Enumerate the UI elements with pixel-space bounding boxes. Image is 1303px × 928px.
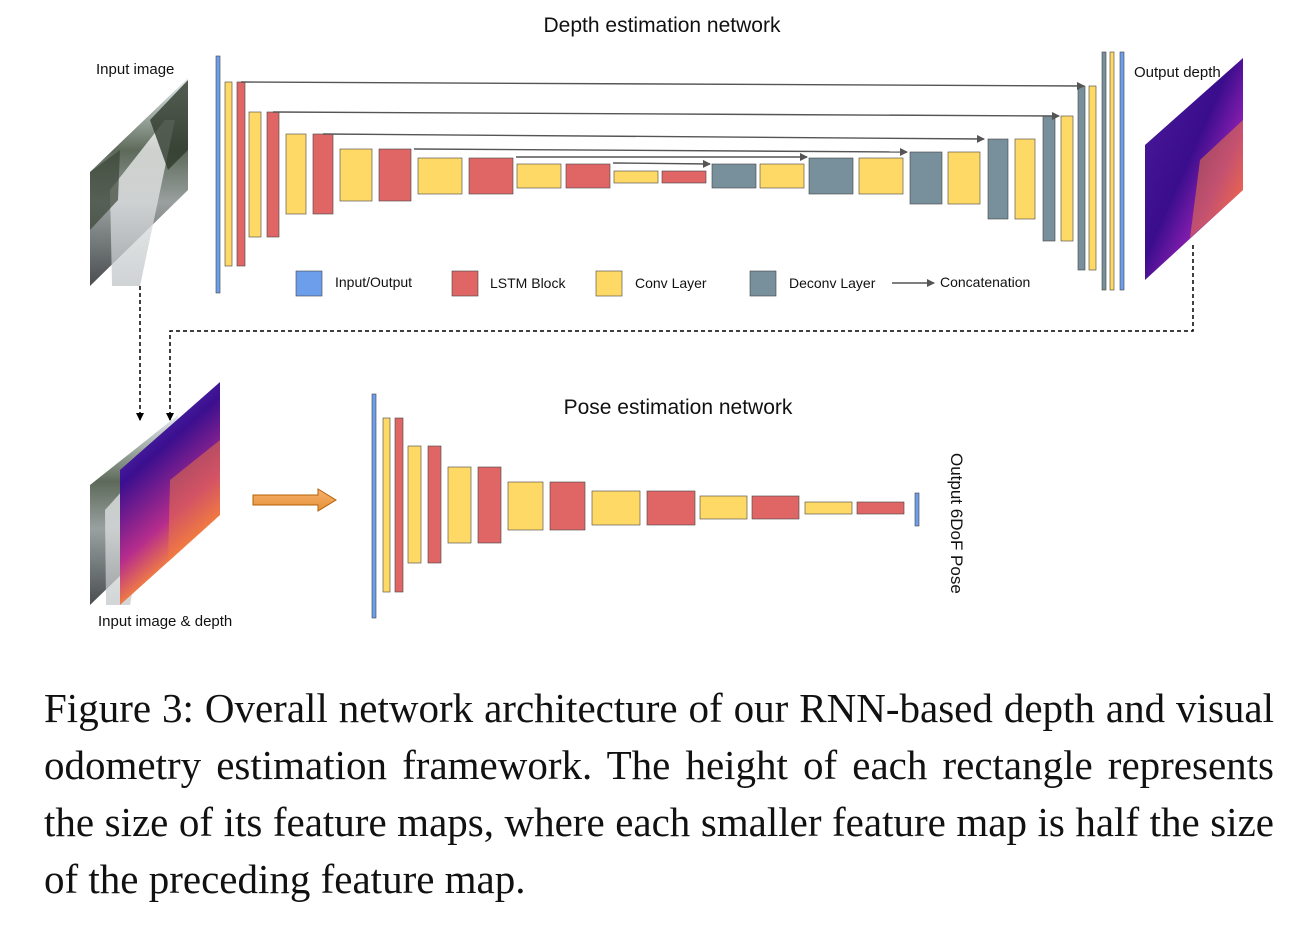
depth-lstm-block [266, 111, 280, 238]
legend: Input/Output LSTM Block Conv Layer Decon… [295, 270, 1030, 297]
depth-lstm-block [312, 133, 334, 215]
legend-label-deconv: Deconv Layer [789, 275, 876, 291]
depth-deconv-layer [1101, 51, 1107, 291]
dashed-connectors [136, 245, 1194, 421]
legend-label-concatenation: Concatenation [940, 274, 1030, 290]
input-image-picture [90, 78, 188, 286]
pose-conv-layer [804, 501, 853, 515]
pose-network-title: Pose estimation network [564, 396, 793, 419]
legend-swatch-input-output [295, 270, 323, 297]
depth-deconv-layer [909, 151, 943, 205]
output-depth-map [1145, 58, 1243, 280]
depth-lstm-block [468, 157, 514, 195]
skip-connection-arrow [413, 147, 908, 156]
legend-label-lstm: LSTM Block [490, 275, 566, 291]
pose-conv-layer [382, 417, 391, 593]
input-image-label: Input image [96, 61, 174, 78]
depth-input-layer [215, 55, 221, 294]
legend-swatch-deconv [749, 270, 777, 297]
dashed-arrow-depth-to-pose [166, 245, 1194, 421]
pose-input-layer [371, 393, 377, 619]
pose-output-layer [914, 492, 920, 527]
input-image-and-depth-label: Input image & depth [98, 613, 232, 630]
depth-conv-layer [1109, 51, 1115, 291]
depth-conv-layer [759, 163, 805, 189]
skip-connection-arrow [322, 133, 985, 143]
depth-conv-layer [339, 148, 373, 202]
pose-lstm-block [427, 445, 442, 564]
depth-conv-layer [947, 151, 981, 205]
pose-conv-layer [407, 445, 422, 564]
legend-label-conv: Conv Layer [635, 275, 707, 291]
pose-conv-layer [507, 481, 544, 531]
depth-conv-layer [417, 157, 463, 195]
depth-conv-layer [285, 133, 307, 215]
figure-caption: Figure 3: Overall network architecture o… [44, 685, 1274, 902]
legend-swatch-conv [595, 270, 623, 297]
pose-lstm-block [394, 417, 404, 593]
depth-lstm-block [565, 163, 611, 189]
depth-network-title: Depth estimation network [544, 14, 781, 37]
pose-conv-layer [447, 466, 472, 544]
depth-conv-layer [224, 81, 233, 267]
pose-network-layers [371, 393, 920, 619]
depth-conv-layer [1088, 85, 1097, 271]
architecture-diagram: Depth estimation network Pose estimation… [90, 14, 1243, 630]
depth-lstm-block [236, 81, 246, 267]
output-pose-label: Output 6DoF Pose [947, 453, 966, 594]
pose-input-arrow [252, 488, 337, 512]
legend-swatch-lstm [451, 270, 479, 297]
depth-network-layers [215, 51, 1125, 294]
pose-conv-layer [699, 495, 748, 520]
pose-lstm-block [477, 466, 502, 544]
pose-lstm-block [856, 501, 905, 515]
depth-conv-layer [248, 111, 262, 238]
skip-connections [240, 81, 1085, 168]
depth-lstm-block [378, 148, 412, 202]
depth-conv-layer [1060, 115, 1074, 242]
pose-lstm-block [751, 495, 800, 520]
output-depth-label: Output depth [1134, 64, 1221, 81]
depth-lstm-block [661, 170, 707, 184]
depth-conv-layer [1014, 138, 1036, 220]
skip-connection-arrow [240, 81, 1085, 90]
skip-connection-arrow [272, 111, 1060, 120]
depth-output-layer [1119, 51, 1125, 291]
depth-conv-layer [613, 170, 659, 184]
skip-connection-arrow [612, 159, 711, 168]
depth-deconv-layer [808, 157, 854, 195]
depth-deconv-layer [987, 138, 1009, 220]
input-image-and-depth-picture [90, 382, 220, 605]
pose-lstm-block [549, 481, 586, 531]
depth-conv-layer [516, 163, 562, 189]
depth-conv-layer [858, 157, 904, 195]
depth-deconv-layer [1077, 85, 1086, 271]
depth-deconv-layer [711, 163, 757, 189]
depth-deconv-layer [1042, 115, 1056, 242]
legend-label-input-output: Input/Output [335, 274, 412, 290]
pose-conv-layer [591, 490, 641, 526]
pose-lstm-block [646, 490, 696, 526]
